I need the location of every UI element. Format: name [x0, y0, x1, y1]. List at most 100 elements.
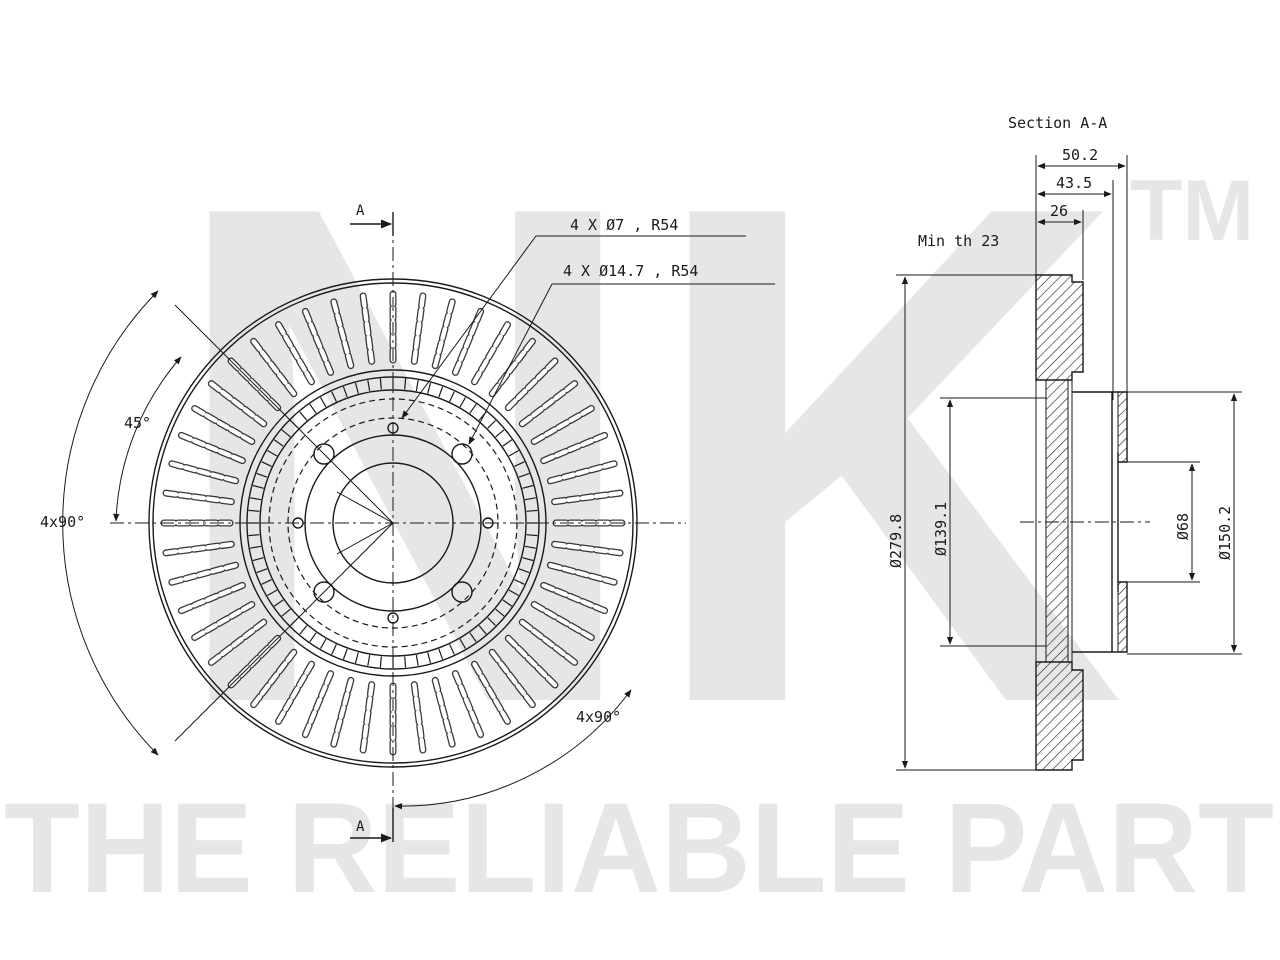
cooling-vane — [506, 636, 558, 688]
inner-ring-tick — [261, 579, 272, 585]
cooling-vane — [548, 461, 618, 483]
section-marker-top: A — [350, 203, 394, 236]
inner-ring-tick — [281, 608, 291, 617]
cooling-vane — [250, 338, 296, 396]
inner-ring-tick — [459, 397, 467, 408]
cooling-vane — [162, 542, 234, 556]
dia-68: Ø68 — [1174, 513, 1192, 540]
cooling-vane — [472, 321, 511, 384]
cooling-vane — [506, 358, 558, 410]
disc-front-view — [110, 222, 686, 812]
hole-callouts: 4 X Ø7 , R54 4 X Ø14.7 , R54 — [401, 216, 775, 445]
inner-ring-tick — [404, 656, 407, 668]
large-hole-callout: 4 X Ø14.7 , R54 — [563, 262, 698, 280]
inner-ring-tick — [438, 648, 444, 660]
angle-45-label: 45° — [124, 414, 151, 432]
inner-ring-tick — [379, 656, 382, 668]
cooling-vane — [168, 563, 238, 585]
inner-ring-tick — [331, 644, 337, 655]
inner-ring-tick — [495, 429, 505, 438]
dia-139-1: Ø139.1 — [932, 502, 950, 556]
bolt-hole-large — [313, 443, 335, 465]
cooling-vane — [191, 405, 255, 444]
inner-ring-tick — [309, 403, 317, 414]
inner-ring-tick — [524, 497, 536, 501]
cooling-vane — [532, 602, 595, 641]
inner-ring-tick — [469, 632, 477, 643]
inner-ring-tick — [319, 397, 327, 408]
inner-ring-tick — [526, 534, 538, 537]
inner-ring-tick — [309, 632, 317, 643]
inner-ring-tick — [299, 411, 308, 421]
inner-ring-tick — [438, 386, 444, 398]
cooling-vane — [360, 682, 374, 754]
inner-ring-tick — [514, 579, 525, 585]
inner-ring-tick — [522, 484, 534, 489]
dim-50-2: 50.2 — [1062, 146, 1098, 164]
cooling-vane — [302, 671, 333, 738]
inner-ring-tick — [415, 654, 419, 666]
cooling-vane — [520, 620, 578, 666]
inner-ring-tick — [354, 382, 359, 394]
inner-ring-tick — [514, 461, 525, 467]
cooling-vane — [552, 490, 624, 504]
cooling-vane — [191, 602, 255, 641]
inner-ring-tick — [404, 378, 407, 390]
inner-ring-tick — [449, 644, 455, 655]
inner-ring-tick — [502, 599, 513, 607]
inner-ring-tick — [379, 378, 382, 390]
inner-ring-tick — [273, 439, 284, 447]
inner-ring-tick — [522, 557, 534, 562]
cooling-vane — [453, 308, 484, 375]
inner-ring-tick — [427, 382, 432, 394]
cooling-vane — [490, 338, 536, 396]
cooling-vane — [302, 308, 333, 375]
section-title: Section A-A — [1008, 114, 1107, 132]
cooling-vane — [331, 298, 353, 368]
dia-279-8: Ø279.8 — [887, 514, 905, 568]
inner-ring-tick — [518, 472, 530, 478]
inner-ring-tick — [415, 380, 419, 392]
inner-ring-tick — [459, 638, 467, 649]
angle-4x90-left-label: 4x90° — [40, 513, 85, 531]
section-marker-bottom: A — [350, 808, 394, 843]
inner-ring-tick — [248, 534, 260, 537]
cooling-vane — [331, 678, 353, 748]
inner-ring-tick — [508, 449, 519, 457]
cooling-vane — [275, 321, 314, 384]
inner-ring-tick — [469, 403, 477, 414]
cooling-vane — [520, 380, 578, 426]
inner-ring-tick — [518, 568, 530, 574]
cooling-vane — [178, 432, 245, 463]
inner-ring-tick — [273, 599, 284, 607]
inner-ring-tick — [248, 509, 260, 512]
inner-ring-tick — [250, 545, 262, 549]
cooling-vane — [541, 583, 608, 614]
brand-slogan: THE RELIABLE PART — [4, 777, 1274, 920]
cooling-vane — [208, 380, 266, 426]
inner-ring-tick — [478, 625, 487, 635]
inner-ring-tick — [299, 625, 308, 635]
inner-ring-tick — [252, 557, 264, 562]
section-letter-top: A — [356, 203, 365, 219]
angle-dimensions: 45° 4x90° 4x90° — [40, 290, 632, 810]
cooling-vane — [548, 563, 618, 585]
small-hole-callout: 4 X Ø7 , R54 — [570, 216, 678, 234]
inner-ring-tick — [524, 545, 536, 549]
bolt-hole-large — [313, 581, 335, 603]
cooling-vane — [412, 292, 426, 364]
inner-ring-tick — [342, 386, 348, 398]
inner-ring-tick — [487, 420, 496, 429]
cooling-vane — [275, 662, 314, 725]
cooling-vane — [178, 583, 245, 614]
inner-ring-tick — [487, 617, 496, 626]
inner-ring-tick — [250, 497, 262, 501]
cooling-vane — [541, 432, 608, 463]
inner-ring-tick — [526, 509, 538, 512]
inner-ring-tick — [256, 568, 268, 574]
inner-ring-tick — [252, 484, 264, 489]
dim-26: 26 — [1050, 202, 1068, 220]
inner-ring-tick — [354, 652, 359, 664]
cooling-vane — [433, 298, 455, 368]
